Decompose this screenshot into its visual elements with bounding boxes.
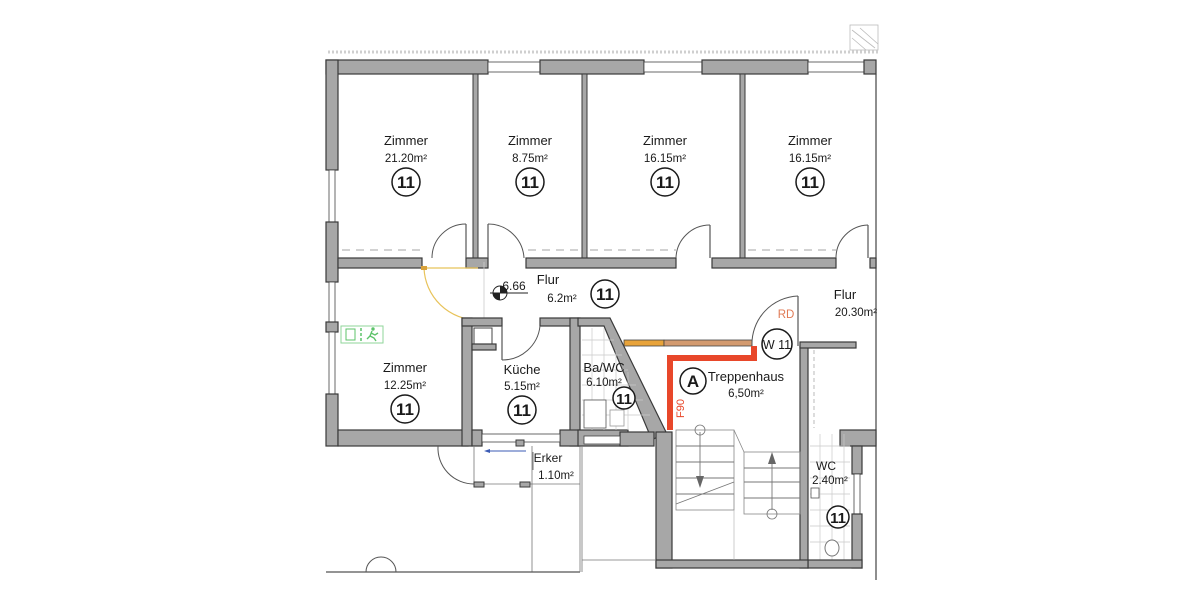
door-treppenhaus[interactable] [751, 295, 799, 347]
left-outer-wall [325, 59, 339, 447]
svg-text:11: 11 [656, 173, 674, 192]
svg-text:Zimmer: Zimmer [383, 360, 428, 375]
svg-text:6.10m²: 6.10m² [586, 377, 622, 389]
bad-wc-tiles [582, 328, 650, 430]
svg-text:11: 11 [521, 173, 539, 192]
svg-text:8.75m²: 8.75m² [512, 153, 548, 165]
room-flur-2[interactable]: Flur 20.30m² [834, 287, 877, 319]
wall [337, 429, 469, 447]
svg-text:11: 11 [513, 401, 531, 420]
svg-text:11: 11 [801, 173, 819, 192]
room-treppenhaus[interactable]: A Treppenhaus 6,50m² [679, 367, 785, 400]
emergency-exit-sign-icon [340, 325, 384, 344]
door-tag-w11: W 11 [761, 328, 793, 360]
door-zimmer-5[interactable] [421, 266, 479, 321]
svg-text:WC: WC [816, 459, 836, 473]
partition-wall [581, 73, 588, 259]
treppenhaus-right-wall [799, 341, 877, 569]
svg-text:Zimmer: Zimmer [788, 133, 833, 148]
room-kueche[interactable]: Küche 5.15m² 11 [504, 362, 541, 425]
staircase [675, 424, 801, 560]
svg-text:Küche: Küche [504, 362, 541, 377]
room-zimmer-1[interactable]: Zimmer 21.20m² 11 [384, 133, 429, 197]
svg-text:11: 11 [596, 285, 614, 304]
svg-text:11: 11 [616, 391, 632, 408]
svg-text:2.40m²: 2.40m² [812, 475, 848, 487]
door-kueche[interactable] [501, 325, 541, 361]
svg-text:6,50m²: 6,50m² [728, 388, 764, 400]
svg-text:16.15m²: 16.15m² [644, 153, 686, 165]
door-threshold-brown [663, 339, 753, 347]
svg-text:Zimmer: Zimmer [643, 133, 688, 148]
svg-text:Zimmer: Zimmer [508, 133, 553, 148]
svg-text:20.30m²: 20.30m² [835, 307, 877, 319]
level-marker-value: 6.66 [502, 279, 526, 293]
treppenhaus-left-wall [655, 431, 673, 569]
svg-text:Flur: Flur [834, 287, 857, 302]
room-zimmer-5[interactable]: Zimmer 12.25m² 11 [383, 360, 428, 424]
room-zimmer-3[interactable]: Zimmer 16.15m² 11 [643, 133, 688, 197]
top-outer-wall [325, 59, 877, 75]
room-zimmer-2[interactable]: Zimmer 8.75m² 11 [508, 133, 553, 197]
door-zimmer-2[interactable] [487, 223, 525, 259]
hatched-corner [849, 24, 879, 51]
partition-wall [739, 73, 746, 259]
erker-area [326, 445, 656, 573]
room-bad-wc[interactable]: Ba/WC 6.10m² 11 [583, 360, 636, 410]
kueche-walls [461, 317, 581, 447]
bad-wc-walls [577, 317, 667, 447]
svg-text:6.2m²: 6.2m² [547, 293, 577, 305]
svg-text:16.15m²: 16.15m² [789, 153, 831, 165]
svg-text:1.10m²: 1.10m² [538, 470, 574, 482]
room-erker[interactable]: Erker 1.10m² [532, 451, 574, 482]
svg-text:Zimmer: Zimmer [384, 133, 429, 148]
room-wc[interactable]: WC 2.40m² 11 [812, 459, 850, 529]
svg-text:W 11: W 11 [763, 338, 791, 352]
svg-text:12.25m²: 12.25m² [384, 380, 426, 392]
svg-text:A: A [687, 372, 699, 391]
svg-text:Flur: Flur [537, 272, 560, 287]
level-marker-icon [490, 285, 528, 301]
room-zimmer-4[interactable]: Zimmer 16.15m² 11 [788, 133, 833, 197]
svg-text:Treppenhaus: Treppenhaus [708, 369, 785, 384]
svg-text:Ba/WC: Ba/WC [583, 360, 624, 375]
partition-wall [472, 73, 479, 259]
svg-text:Erker: Erker [534, 451, 563, 465]
svg-text:5.15m²: 5.15m² [504, 381, 540, 393]
door-zimmer-4[interactable] [835, 224, 869, 259]
room-flur-1[interactable]: Flur 6.2m² 11 [537, 272, 620, 309]
svg-text:11: 11 [397, 173, 415, 192]
door-threshold-orange [623, 339, 665, 347]
wc-tiles [810, 434, 850, 560]
svg-text:11: 11 [830, 510, 846, 527]
fire-wall-label: F90 [675, 399, 687, 418]
door-zimmer-3[interactable] [675, 224, 711, 259]
top-rooms-bottom-wall [337, 257, 877, 269]
treppenhaus-bottom-wall [655, 559, 809, 569]
svg-text:11: 11 [396, 400, 414, 419]
wc-bottom-wall [807, 559, 863, 569]
door-zimmer-1[interactable] [431, 223, 467, 259]
svg-text:21.20m²: 21.20m² [385, 153, 427, 165]
rd-annotation: RD [778, 309, 795, 321]
fire-wall-f90 [667, 346, 757, 430]
